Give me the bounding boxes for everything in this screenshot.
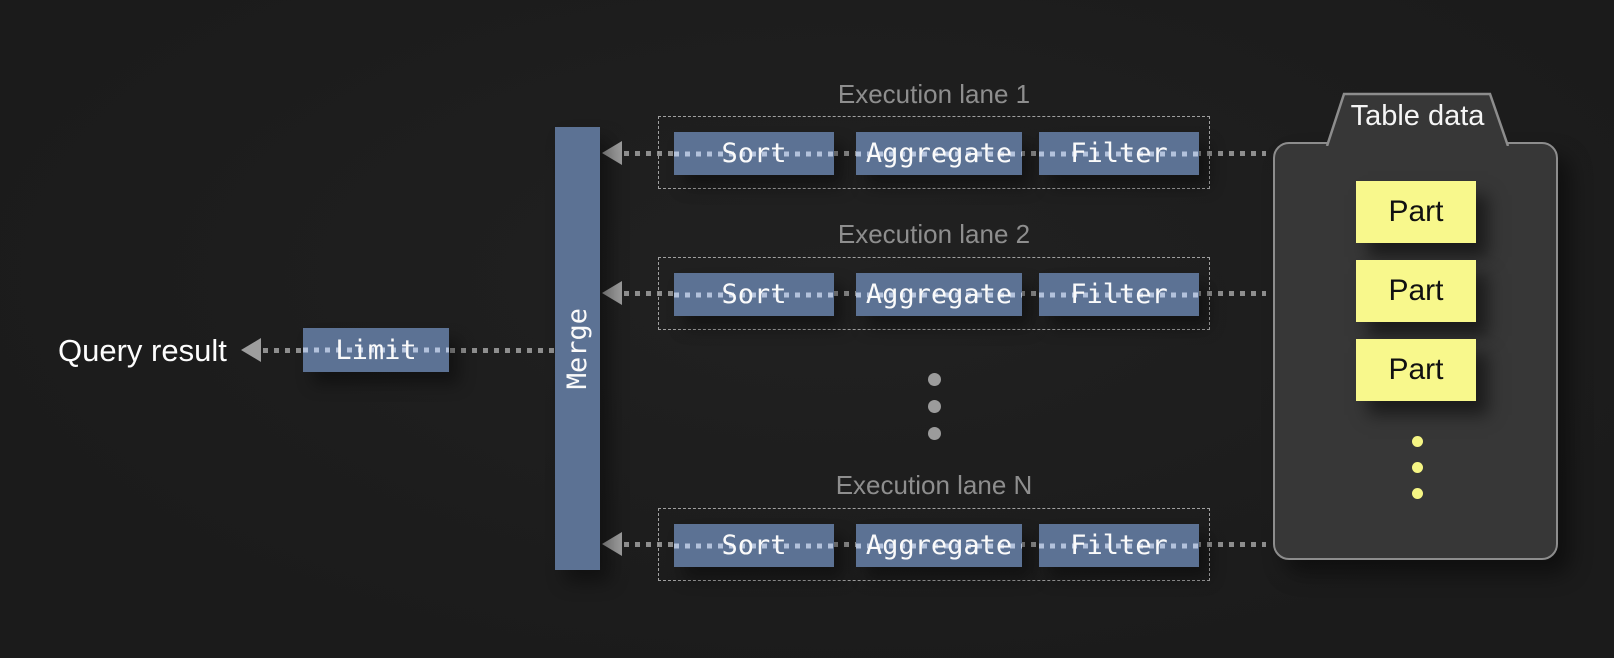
query-result-label: Query result [58,333,227,368]
table-data-title: Table data [1350,100,1485,132]
filter-label: Filter [1070,279,1168,310]
sort-label: Sort [721,138,787,169]
part-box-1: Part [1356,181,1476,243]
lanes-ellipsis-dot-1 [928,373,941,386]
limit-label: Limit [335,334,417,366]
lane1-aggregate-node: Aggregate [856,132,1022,175]
part-box-3: Part [1356,339,1476,401]
sort-label: Sort [721,279,787,310]
part-box-2: Part [1356,260,1476,322]
merge-node: Merge [555,127,600,570]
laneN-filter-node: Filter [1039,524,1199,567]
lane1-boundary: Sort Aggregate Filter [658,116,1210,189]
laneN-sort-node: Sort [674,524,834,567]
lane1-title: Execution lane 1 [837,79,1031,109]
arrowhead-to-query-result-icon [241,338,261,362]
lane2-boundary: Sort Aggregate Filter [658,257,1210,330]
parts-ellipsis-dot-1 [1412,436,1423,447]
merge-label: Merge [562,307,593,390]
lane2-filter-node: Filter [1039,273,1199,316]
lane2-title: Execution lane 2 [837,219,1031,249]
lane2-aggregate-node: Aggregate [856,273,1022,316]
limit-node: Limit [303,328,449,372]
aggregate-label: Aggregate [865,530,1013,561]
filter-label: Filter [1070,530,1168,561]
lanes-ellipsis-dot-3 [928,427,941,440]
laneN-boundary: Sort Aggregate Filter [658,508,1210,581]
aggregate-label: Aggregate [865,138,1013,169]
arrowhead-lane1-to-merge-icon [602,141,622,165]
arrowhead-lane2-to-merge-icon [602,281,622,305]
parts-ellipsis-dot-3 [1412,488,1423,499]
lanes-ellipsis-dot-2 [928,400,941,413]
arrowhead-laneN-to-merge-icon [602,532,622,556]
parts-ellipsis-dot-2 [1412,462,1423,473]
aggregate-label: Aggregate [865,279,1013,310]
table-data-tab-shape [1325,92,1509,146]
lane1-filter-node: Filter [1039,132,1199,175]
lane1-sort-node: Sort [674,132,834,175]
lane2-sort-node: Sort [674,273,834,316]
laneN-aggregate-node: Aggregate [856,524,1022,567]
filter-label: Filter [1070,138,1168,169]
sort-label: Sort [721,530,787,561]
laneN-title: Execution lane N [835,470,1033,500]
table-data-container: Part Part Part [1273,142,1558,560]
